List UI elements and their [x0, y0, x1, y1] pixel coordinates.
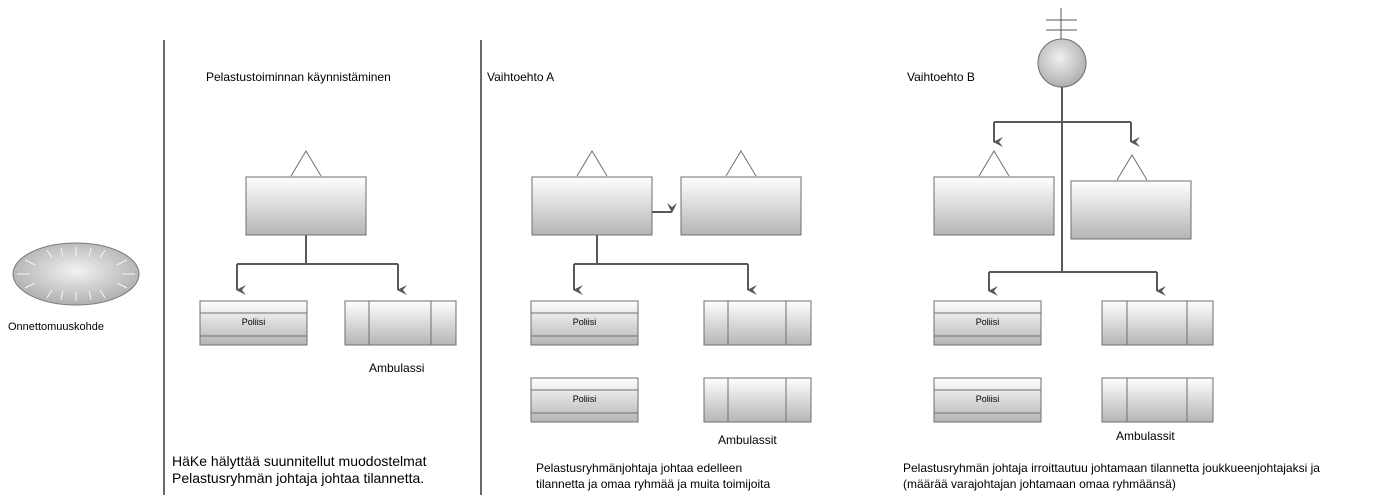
section3-command-unit-2 [1070, 154, 1192, 240]
section2-ambulance-unit-2 [703, 377, 812, 423]
section3-command-unit-1 [933, 150, 1055, 236]
section3-ambulance-unit-1 [1101, 300, 1214, 346]
section3-connectors [988, 87, 1166, 296]
section2-note-line1: Pelastusryhmänjohtaja johtaa edelleen [536, 461, 743, 475]
section1-note-line2: Pelastusryhmän johtaja johtaa tilannetta… [172, 470, 425, 486]
section1-note-line1: HäKe hälyttää suunnitellut muodostelmat [172, 453, 427, 469]
section1-command-unit [245, 150, 367, 236]
section2-police-unit-2 [530, 377, 639, 423]
section3-leader-symbol [1037, 8, 1087, 88]
section2-connectors [573, 203, 757, 295]
section3-note-line2: (määrää varajohtajan johtamaan omaa ryhm… [903, 477, 1176, 491]
section3-ambulance-unit-2 [1101, 377, 1214, 423]
section2-title: Vaihtoehto A [487, 70, 555, 84]
section3-police2-label: Poliisi [975, 394, 1000, 404]
section3-ambulance-label: Ambulassit [1116, 429, 1175, 443]
section2-ambulance-label: Ambulassit [718, 433, 777, 447]
section2-police2-label: Poliisi [572, 394, 597, 404]
incident-label: Onnettomuuskohde [8, 321, 105, 333]
section3-police-unit-2 [933, 377, 1042, 423]
section1-connectors [236, 235, 407, 295]
section2-command-unit-2 [680, 150, 802, 236]
section2-note-line2: tilannetta ja omaa ryhmää ja muita toimi… [536, 477, 771, 491]
section3-police1-label: Poliisi [975, 317, 1000, 327]
section3-title: Vaihtoehto B [907, 70, 975, 84]
section2-police1-label: Poliisi [572, 317, 597, 327]
section2-ambulance-unit-1 [703, 300, 812, 346]
section1-ambulance-label: Ambulassi [369, 361, 425, 375]
section1-title: Pelastustoiminnan käynnistäminen [206, 70, 391, 84]
section1-police-label: Poliisi [241, 317, 266, 327]
section2-command-unit-1 [531, 150, 653, 236]
section2-police-unit-1 [530, 300, 639, 346]
section3-police-unit-1 [933, 300, 1042, 346]
incident-site-symbol [12, 242, 140, 306]
section1-police-unit [199, 300, 308, 346]
section3-note-line1: Pelastusryhmän johtaja irroittautuu joht… [903, 461, 1320, 475]
section1-ambulance-unit [344, 300, 457, 346]
